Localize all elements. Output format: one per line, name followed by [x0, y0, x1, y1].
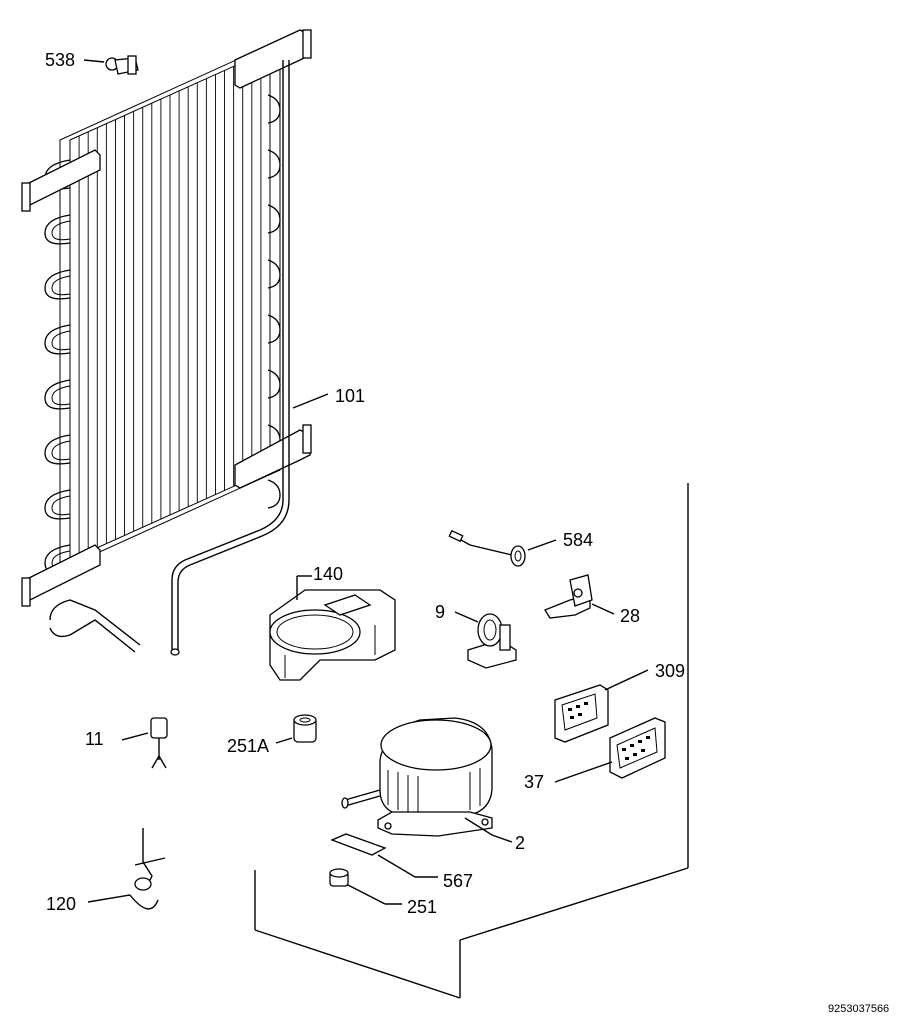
mount-bracket-top-right	[234, 29, 312, 89]
condenser-loop-right	[267, 479, 281, 509]
condenser-loop	[44, 434, 71, 465]
label-2: 2	[515, 833, 525, 853]
nut-251-part: 251	[329, 868, 437, 917]
label-37: 37	[524, 772, 544, 792]
condenser-loop-right	[267, 94, 281, 124]
tube-584-part: 584	[448, 529, 593, 567]
label-101: 101	[335, 386, 365, 406]
label-251A: 251A	[227, 736, 269, 756]
condenser-loop-inner	[51, 495, 71, 516]
condenser-loop-inner	[51, 440, 71, 461]
condenser-coil	[21, 29, 312, 656]
box-37-part: 37	[524, 717, 666, 792]
condenser-loop-inner	[51, 220, 71, 241]
condenser-loop-inner	[51, 330, 71, 351]
plate-567-part: 567	[330, 833, 473, 891]
mount-bracket-mid-right	[234, 424, 312, 489]
label-309: 309	[655, 661, 685, 681]
condenser-loop	[44, 269, 71, 300]
label-584: 584	[563, 530, 593, 550]
connector-120-part: 120	[46, 828, 166, 914]
condenser-loop-right	[267, 259, 281, 289]
box-309-part: 309	[554, 661, 685, 743]
mount-bracket-top-left	[21, 149, 101, 212]
label-251: 251	[407, 897, 437, 917]
label-11: 11	[85, 729, 104, 749]
condenser-loop-right	[267, 369, 281, 399]
label-538: 538	[45, 50, 75, 70]
evaporating-tray-140: 140	[269, 564, 396, 681]
condenser-loop	[44, 489, 71, 520]
grommet-251A-part: 251A	[227, 714, 317, 756]
label-101-group: 101	[292, 386, 365, 409]
condenser-loop-inner	[51, 385, 71, 406]
clip-538-part: 538	[45, 50, 139, 75]
drawing-code: 9253037566	[828, 1003, 889, 1015]
mount-bracket-bottom-left	[21, 544, 101, 607]
label-28: 28	[620, 606, 640, 626]
label-567: 567	[443, 871, 473, 891]
cabinet-outline	[254, 483, 689, 999]
compressor-2-part: 2	[341, 717, 525, 853]
drier-11-part: 11	[85, 717, 168, 769]
label-120: 120	[46, 894, 76, 914]
condenser-loop-inner	[51, 275, 71, 296]
condenser-loop	[44, 379, 71, 410]
condenser-loop-right	[267, 314, 281, 344]
relay-9-part: 9	[435, 602, 517, 669]
label-9: 9	[435, 602, 445, 622]
condenser-loop	[44, 214, 71, 245]
condenser-loop-right	[267, 149, 281, 179]
bracket-28-part: 28	[544, 574, 640, 626]
label-140: 140	[313, 564, 343, 584]
condenser-loop-right	[267, 204, 281, 234]
condenser-loop	[44, 324, 71, 355]
